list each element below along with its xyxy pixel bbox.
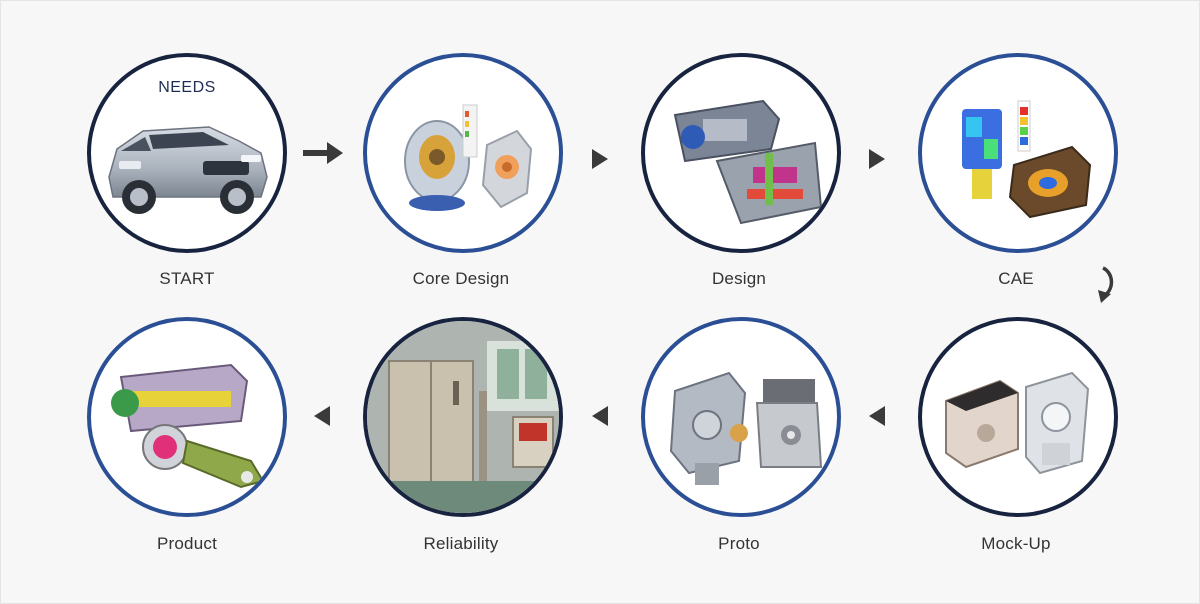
needs-label: NEEDS: [158, 79, 216, 96]
step-label-proto: Proto: [718, 534, 760, 553]
arrow-left-icon: [869, 406, 885, 426]
design-cutaway-icon: [673, 99, 823, 225]
step-label-design: Design: [711, 269, 767, 288]
step-proto-image: [641, 317, 841, 517]
arrow-right-icon: [869, 149, 885, 169]
arrow-right-icon: [303, 142, 343, 164]
reliability-test-chamber-icon: [367, 321, 559, 513]
step-label-product: Product: [157, 534, 217, 553]
step-mock-up-image: [918, 317, 1118, 517]
step-start-image: NEEDS: [87, 53, 287, 253]
proto-parts-icon: [669, 371, 823, 485]
step-core-design-image: [363, 53, 563, 253]
step-label-cae: CAE: [998, 269, 1034, 288]
arrow-left-icon: [592, 406, 608, 426]
step-reliability-image: [363, 317, 563, 517]
product-steering-gear-icon: [111, 363, 265, 489]
step-design-image: [641, 53, 841, 253]
step-product-image: [87, 317, 287, 517]
step-cae-image: [918, 53, 1118, 253]
step-label-core-design: Core Design: [412, 269, 510, 288]
core-design-icon: [404, 104, 533, 211]
step-label-reliability: Reliability: [423, 534, 499, 553]
arrow-right-icon: [592, 149, 608, 169]
step-label-mock-up: Mock-Up: [981, 534, 1051, 553]
step-label-start: START: [159, 269, 215, 288]
curved-arrow-icon: [1098, 266, 1114, 303]
cae-simulation-icon: [962, 100, 1092, 219]
car-icon: [108, 126, 268, 214]
mock-up-parts-icon: [945, 371, 1090, 475]
arrow-left-icon: [314, 406, 330, 426]
